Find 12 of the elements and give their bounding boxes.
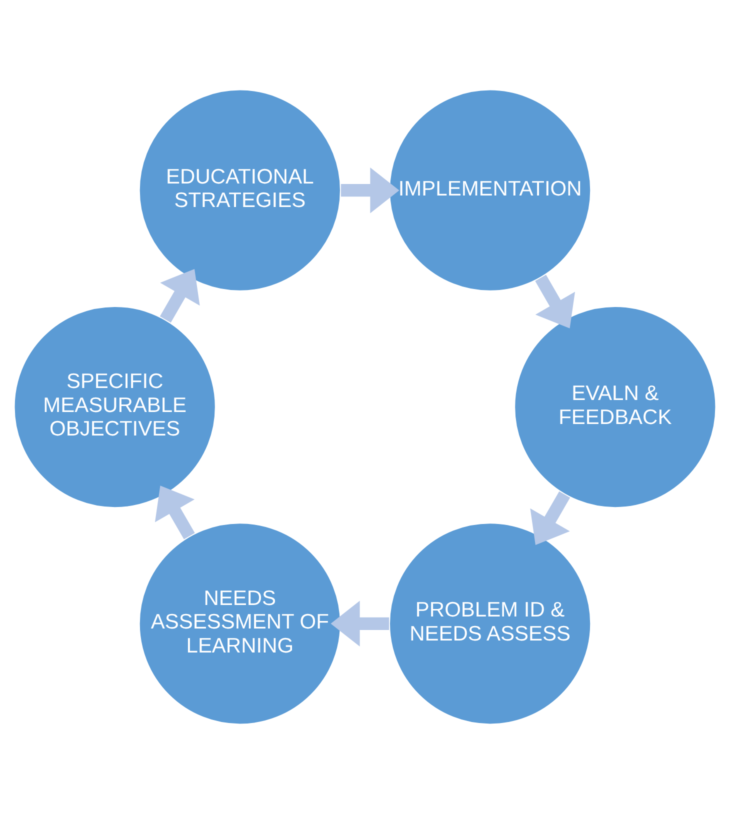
node-circle: EDUCATIONAL STRATEGIES xyxy=(138,88,342,292)
node-circle: NEEDS ASSESSMENT OF LEARNING xyxy=(138,522,342,725)
arrow xyxy=(340,166,400,213)
arrow xyxy=(530,490,570,544)
arrow xyxy=(330,600,390,646)
node-circle: IMPLEMENTATION xyxy=(388,88,592,292)
node-circle: EVALN & FEEDBACK xyxy=(514,305,717,508)
arrow xyxy=(154,485,195,539)
node-circle: PROBLEM ID & NEEDS ASSESS xyxy=(388,522,592,725)
node-circle: SPECIFIC MEASURABLE OBJECTIVES xyxy=(13,305,216,508)
arrow xyxy=(160,268,200,322)
arrow xyxy=(535,274,576,328)
